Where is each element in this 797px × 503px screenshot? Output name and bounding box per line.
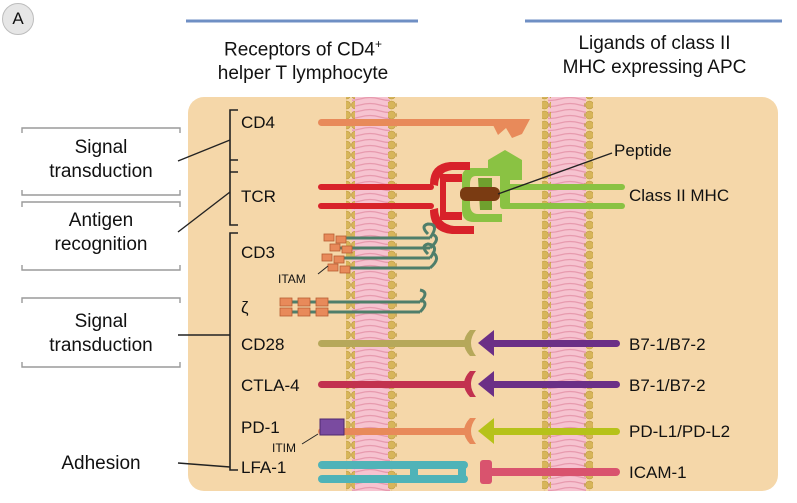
itim-label: ITIM xyxy=(272,441,296,455)
ctla4-b7-pair xyxy=(318,371,620,397)
b7-label-2: B7-1/B7-2 xyxy=(629,376,706,395)
cd3-label: CD3 xyxy=(241,243,276,262)
cd4-label: CD4 xyxy=(241,113,276,132)
receptors-header-line2: helper T lymphocyte xyxy=(217,63,389,85)
zeta-chain xyxy=(279,288,427,317)
signal2-line1: Signal xyxy=(74,311,128,332)
receptors-header-superscript: + xyxy=(375,37,383,51)
itam-pointer xyxy=(317,265,329,275)
cd28-b7-pair xyxy=(318,330,620,356)
ctla4-label: CTLA-4 xyxy=(241,376,300,395)
tcr-label: TCR xyxy=(241,187,276,206)
signal2-line2: transduction xyxy=(49,335,153,356)
signal-transduction-label-2: Signal transduction xyxy=(22,310,180,358)
peptide-pointer xyxy=(497,152,613,195)
signal1-line2: transduction xyxy=(49,161,153,182)
cd28-label: CD28 xyxy=(241,335,285,354)
b7-label-1: B7-1/B7-2 xyxy=(629,335,706,354)
left-label-rules xyxy=(21,127,181,368)
cd3-complex xyxy=(340,222,438,270)
t-cell-membrane xyxy=(346,97,397,491)
tcr xyxy=(318,162,474,234)
connector-lines xyxy=(177,139,231,468)
ligands-header-line2: MHC expressing APC xyxy=(562,57,747,78)
icam1-label: ICAM-1 xyxy=(629,463,687,482)
ligands-header: Ligands of class II MHC expressing APC xyxy=(527,32,782,80)
class2-mhc-label: Class II MHC xyxy=(629,186,730,205)
receptors-header: Receptors of CD4+ helper T lymphocyte xyxy=(188,32,418,86)
adhesion-label: Adhesion xyxy=(61,453,141,474)
signal-transduction-label-1: Signal transduction xyxy=(22,136,180,184)
pdl-label: PD-L1/PD-L2 xyxy=(629,422,731,441)
pd1-pdl-pair xyxy=(301,418,620,445)
pd1-label: PD-1 xyxy=(241,418,280,437)
antigen-line1: Antigen xyxy=(68,210,134,231)
signal1-line1: Signal xyxy=(74,137,128,158)
antigen-line2: recognition xyxy=(54,234,148,255)
zeta-label: ζ xyxy=(241,298,249,317)
apc-membrane xyxy=(542,97,593,491)
cd3-itam-boxes xyxy=(321,233,353,274)
lfa1-icam1-pair xyxy=(318,460,620,484)
cd4-molecule xyxy=(318,119,530,138)
cell-background xyxy=(188,97,778,491)
panel-letter-badge: A xyxy=(2,3,34,35)
receptors-header-line1: Receptors of CD4 xyxy=(223,39,375,61)
lfa1-label: LFA-1 xyxy=(241,458,287,477)
peptide-label: Peptide xyxy=(614,141,672,160)
antigen-recognition-label: Antigen recognition xyxy=(22,209,180,257)
peptide-molecule xyxy=(460,187,500,201)
ligands-header-line1: Ligands of class II xyxy=(578,33,731,54)
itam-label: ITAM xyxy=(278,272,306,286)
